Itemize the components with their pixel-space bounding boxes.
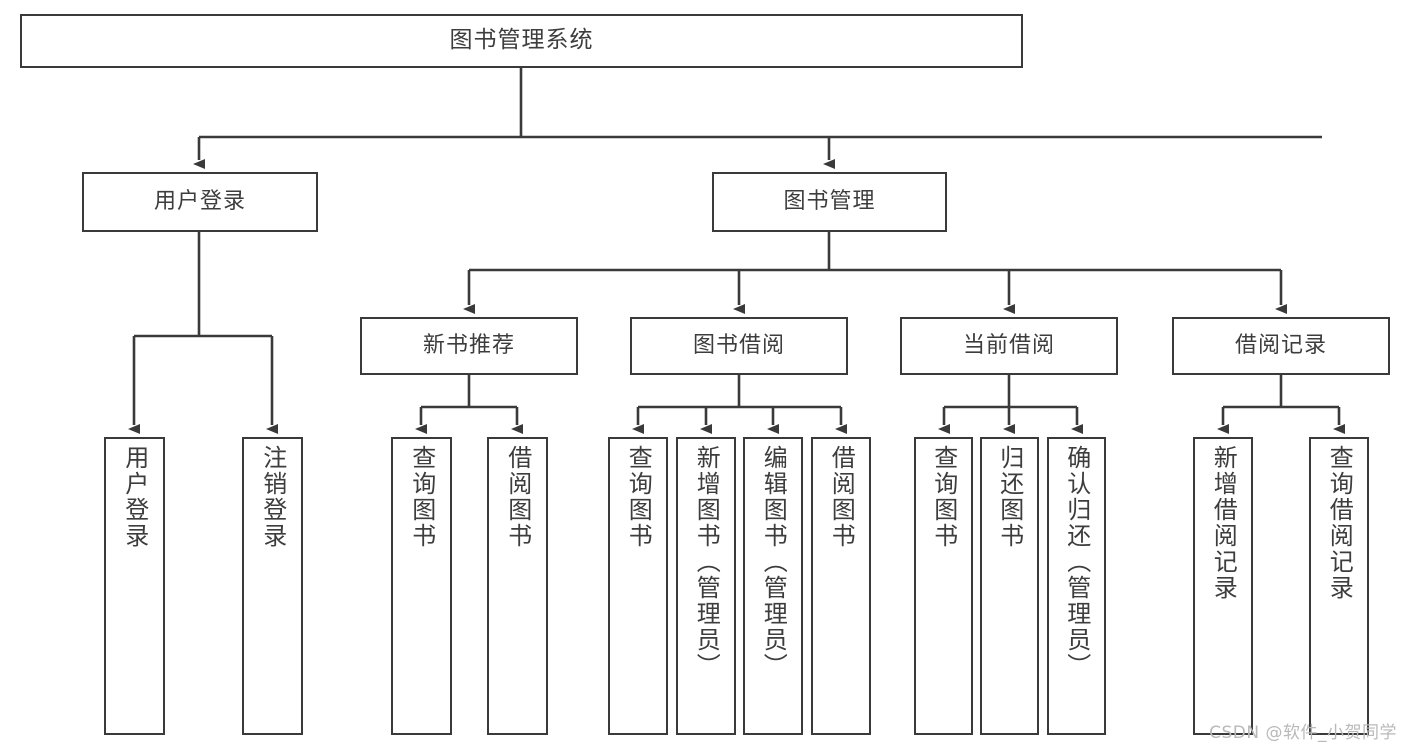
node-leaf-confirm-return[interactable]: 确认归还（管理员） bbox=[1047, 437, 1106, 735]
node-label: 借阅记录 bbox=[1234, 332, 1327, 358]
node-leaf-query-book-2[interactable]: 查询图书 bbox=[608, 437, 668, 735]
node-user-login[interactable]: 用户登录 bbox=[82, 172, 318, 232]
node-label: 查询图书 bbox=[407, 445, 436, 549]
node-label: 归还图书 bbox=[995, 445, 1024, 549]
node-current-borrow[interactable]: 当前借阅 bbox=[900, 317, 1118, 375]
node-book-management-system[interactable]: 图书管理系统 bbox=[20, 14, 1023, 68]
node-label: 用户登录 bbox=[120, 445, 149, 549]
node-label: 借阅图书 bbox=[503, 445, 532, 549]
node-new-book-recommend[interactable]: 新书推荐 bbox=[360, 317, 578, 375]
node-leaf-logout-login[interactable]: 注销登录 bbox=[242, 437, 303, 735]
node-borrow-record[interactable]: 借阅记录 bbox=[1172, 317, 1390, 375]
node-label: 用户登录 bbox=[153, 188, 246, 214]
node-label: 查询借阅记录 bbox=[1325, 445, 1354, 601]
node-leaf-query-book-1[interactable]: 查询图书 bbox=[391, 437, 452, 735]
node-leaf-query-borrow-record[interactable]: 查询借阅记录 bbox=[1309, 437, 1369, 735]
node-book-borrow[interactable]: 图书借阅 bbox=[630, 317, 848, 375]
node-label: 新增借阅记录 bbox=[1209, 445, 1238, 601]
node-label: 查询图书 bbox=[929, 445, 958, 549]
node-label: 图书管理 bbox=[783, 188, 876, 214]
node-label: 新书推荐 bbox=[422, 332, 515, 358]
node-label: 编辑图书（管理员） bbox=[759, 445, 788, 679]
node-label: 注销登录 bbox=[258, 445, 287, 549]
node-leaf-edit-book[interactable]: 编辑图书（管理员） bbox=[743, 437, 803, 735]
watermark: CSDN @软件_小贺同学 bbox=[1209, 723, 1397, 743]
node-leaf-add-book[interactable]: 新增图书（管理员） bbox=[676, 437, 736, 735]
node-label: 当前借阅 bbox=[962, 332, 1055, 358]
node-label: 借阅图书 bbox=[827, 445, 856, 549]
node-label: 确认归还（管理员） bbox=[1062, 445, 1091, 679]
node-leaf-add-borrow-record[interactable]: 新增借阅记录 bbox=[1193, 437, 1253, 735]
node-label: 图书管理系统 bbox=[449, 27, 594, 54]
node-label: 查询图书 bbox=[624, 445, 653, 549]
node-leaf-query-book-3[interactable]: 查询图书 bbox=[914, 437, 973, 735]
node-leaf-user-login[interactable]: 用户登录 bbox=[104, 437, 165, 735]
node-label: 图书借阅 bbox=[692, 332, 785, 358]
node-label: 新增图书（管理员） bbox=[692, 445, 721, 679]
node-leaf-borrow-book-1[interactable]: 借阅图书 bbox=[487, 437, 548, 735]
node-leaf-borrow-book-2[interactable]: 借阅图书 bbox=[811, 437, 871, 735]
node-leaf-return-book[interactable]: 归还图书 bbox=[980, 437, 1039, 735]
node-book-management[interactable]: 图书管理 bbox=[712, 172, 947, 232]
